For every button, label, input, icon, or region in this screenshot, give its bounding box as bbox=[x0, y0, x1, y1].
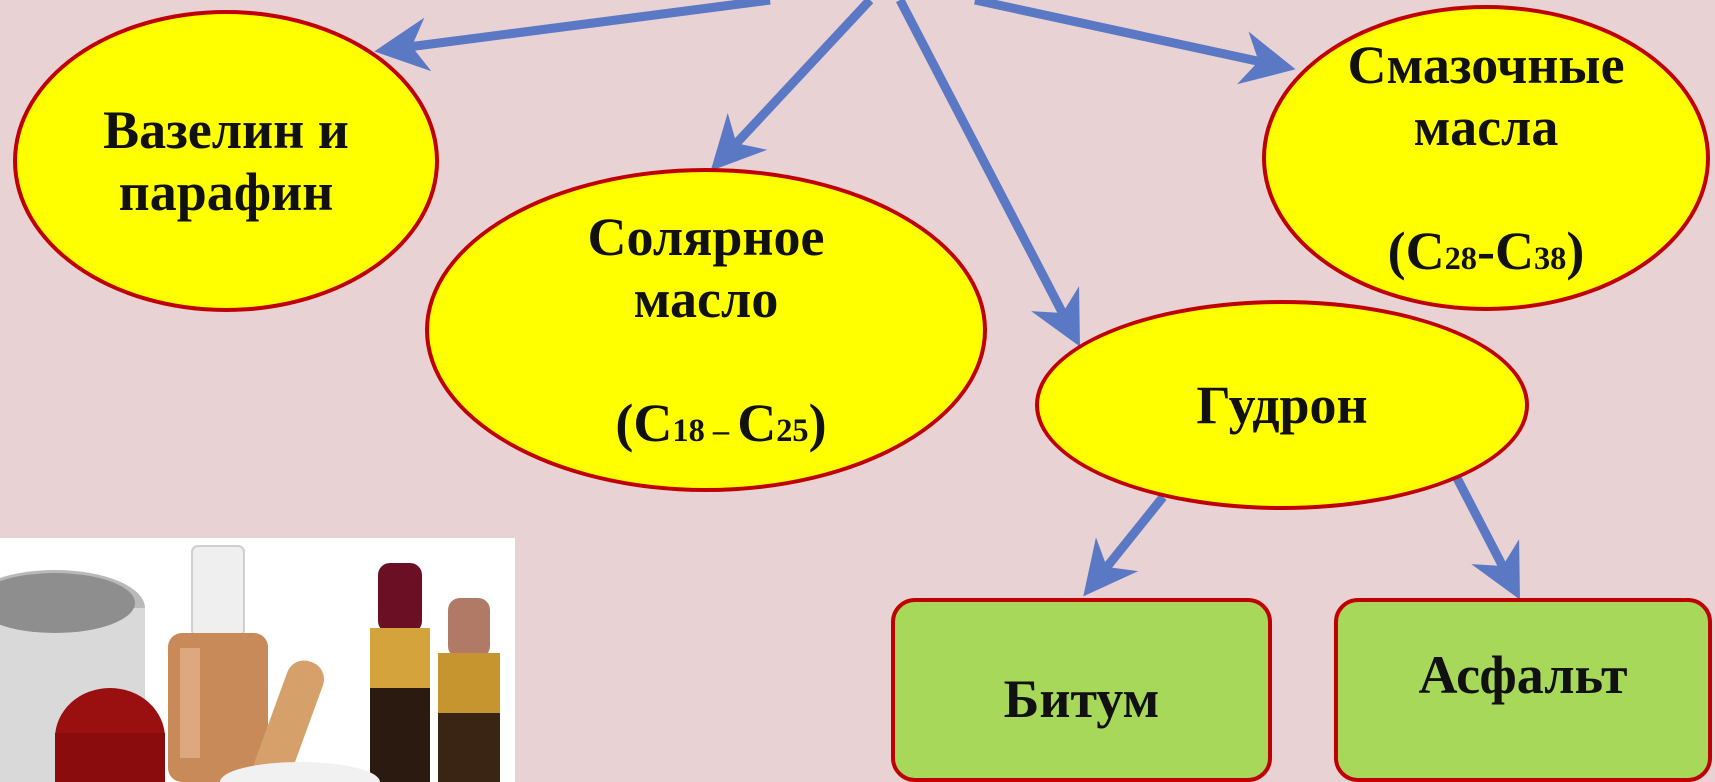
formula-sub2: 25 bbox=[776, 413, 809, 450]
node-vaseline-paraffin: Вазелин и парафин bbox=[13, 10, 439, 312]
node-lube-oils-line2: масла bbox=[1413, 96, 1559, 157]
node-asphalt-label: Асфальт bbox=[1418, 644, 1628, 705]
cosmetics-illustration bbox=[0, 538, 515, 782]
formula-sub2: 38 bbox=[1533, 241, 1567, 278]
node-vaseline-line2: парафин bbox=[118, 162, 334, 222]
arrow-to-solar-oil bbox=[710, 0, 874, 171]
cosmetics-photo bbox=[0, 538, 515, 782]
node-lube-oils-line1: Смазочные bbox=[1347, 34, 1625, 95]
node-lube-oils-formula: (C28-C38) bbox=[1347, 158, 1624, 282]
node-bitumen: Битум bbox=[891, 598, 1272, 782]
node-solar-oil-line1: Солярное bbox=[587, 206, 825, 267]
formula-close: ) bbox=[808, 393, 827, 454]
node-lube-oils: Смазочные масла (C28-C38) bbox=[1262, 5, 1710, 311]
node-bitumen-label: Битум bbox=[1003, 668, 1160, 729]
node-solar-oil: Солярное масло (C18 – C25) bbox=[425, 168, 987, 492]
arrow-to-bitumen bbox=[1083, 494, 1167, 597]
node-tar: Гудрон bbox=[1035, 300, 1529, 510]
node-solar-oil-formula: (C18 – C25) bbox=[585, 330, 826, 454]
formula-open: (C bbox=[615, 393, 673, 454]
formula-c2: C bbox=[1494, 221, 1534, 282]
node-asphalt: Асфальт bbox=[1334, 598, 1712, 782]
formula-dash: - bbox=[1477, 221, 1495, 282]
arrow-to-vaseline bbox=[374, 0, 771, 72]
formula-sub1: 18 bbox=[672, 413, 705, 450]
formula-close: ) bbox=[1566, 221, 1585, 282]
arrow-to-lube-oils bbox=[974, 0, 1296, 85]
node-tar-label: Гудрон bbox=[1196, 374, 1368, 435]
formula-open: (C bbox=[1387, 221, 1445, 282]
formula-sub1: 28 bbox=[1444, 241, 1477, 278]
formula-c2: C bbox=[737, 393, 777, 454]
formula-dash: – bbox=[704, 413, 738, 450]
arrow-to-asphalt bbox=[1453, 475, 1520, 600]
node-solar-oil-line2: масло bbox=[633, 268, 779, 329]
node-vaseline-line1: Вазелин и bbox=[103, 99, 349, 160]
arrow-to-tar bbox=[896, 0, 1080, 347]
